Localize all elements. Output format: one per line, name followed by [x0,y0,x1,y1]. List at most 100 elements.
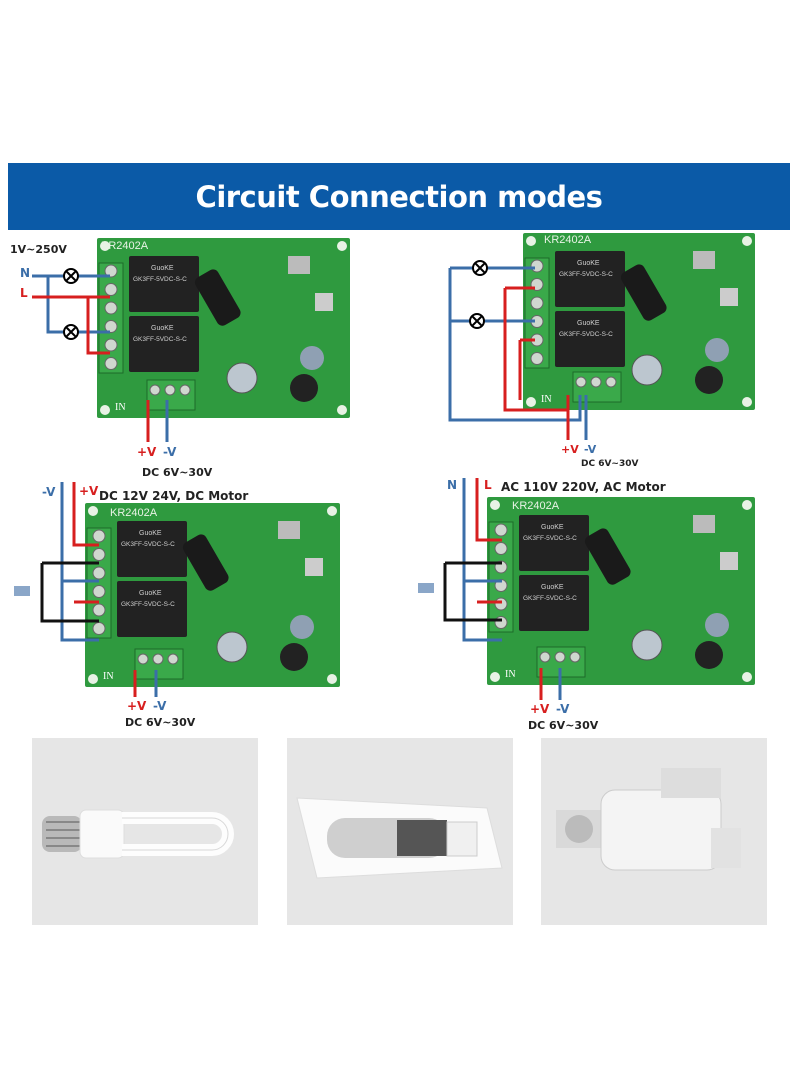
inductor [695,366,723,394]
lamp-icon [471,315,483,327]
mount-hole [742,500,752,510]
output-terminal-block [98,262,124,374]
title-banner: Circuit Connection modes [8,163,790,230]
live-label: L [484,478,492,492]
terminal-screw [104,338,118,352]
terminal-screw [152,653,164,665]
neutral-wire [462,478,502,642]
supply-label: DC 6V~30V [528,719,599,732]
inductor [290,374,318,402]
minus-v-label: -V [42,485,56,499]
relay-part-label: GK3FF-5VDC-S-C [523,595,577,602]
capacitor [226,362,258,394]
capacitor [216,631,248,663]
relay-part-label: GK3FF-5VDC-S-C [133,276,187,283]
terminal-screw [530,259,544,273]
supply-label: DC 6V~30V [581,459,639,469]
mount-hole [327,506,337,516]
capacitor [705,613,729,637]
terminal-screw [494,523,508,537]
learn-button [305,558,323,576]
live-wire [503,288,568,412]
plus-v-label: +V [561,443,579,456]
load-label: DC 12V 24V, DC Motor [99,489,249,503]
mount-hole [742,236,752,246]
terminal-screw [530,352,544,365]
mount-hole [742,672,752,682]
crystal [693,251,715,269]
terminal-screw [179,384,191,396]
motor-wire [443,563,502,622]
mount-hole [742,397,752,407]
antenna-coil [182,534,229,591]
motor-wire [40,563,99,623]
input-label: IN [541,394,552,405]
plus-v-label: +V [137,445,157,459]
input-label: IN [505,669,516,680]
minus-v-label: -V [153,699,167,713]
lamp-icon [474,262,486,274]
terminal-screw [167,653,179,665]
relay-1 [117,521,187,577]
terminal-screw [137,653,149,665]
terminal-screw [92,603,106,617]
positive-wire [72,482,99,547]
dc-motor-icon [14,586,30,596]
relay-part-label: GK3FF-5VDC-S-C [133,336,187,343]
live-label: L [20,286,28,300]
crystal [288,256,310,274]
live-wire [86,297,110,355]
terminal-screw [530,296,544,310]
plus-v-label: +V [530,702,550,716]
relay-brand-label: GuoKE [577,320,600,327]
plus-v-label: +V [127,699,147,713]
antenna-coil [194,269,241,326]
terminal-screw [575,376,587,388]
board-model-label: KR2402A [512,500,560,512]
terminal-screw [554,651,566,663]
relay-2 [129,316,199,372]
terminal-screw [494,597,508,611]
minus-v-label: -V [556,702,570,716]
inductor [695,641,723,669]
capacitor [705,338,729,362]
relay-part-label: GK3FF-5VDC-S-C [121,541,175,548]
capacitor [300,346,324,370]
plus-v-label: +V [79,484,99,498]
neutral-label: N [447,478,458,492]
terminal-screw [494,542,508,555]
terminal-screw [104,264,118,278]
load-label: AC 110V 220V, AC Motor [501,480,666,494]
capacitor [290,615,314,639]
terminal-screw [605,376,617,388]
board-model-label: KR2402A [110,507,158,519]
terminal-screw [539,651,551,663]
mount-hole [100,241,110,251]
relay-part-label: GK3FF-5VDC-S-C [559,331,613,338]
tubular-motor-photo [287,738,513,925]
relay-1 [555,251,625,307]
mount-hole [100,405,110,415]
mount-hole [526,397,536,407]
mount-hole [490,500,500,510]
lamp-icon [65,326,77,338]
terminal-screw [569,651,581,663]
voltage-range-label: 1V~250V [10,243,67,256]
capacitor [631,354,663,386]
output-terminal-block [524,257,550,369]
relay-1 [519,515,589,571]
relay-1 [129,256,199,312]
input-label: IN [115,402,126,413]
terminal-screw [92,566,106,580]
curtain-motor-photo [541,738,767,925]
terminal-screw [92,529,106,543]
input-label: IN [103,671,114,682]
board-model-label: KR2402A [101,240,149,252]
mount-hole [337,405,347,415]
terminal-screw [590,376,602,388]
ac-motor-icon [418,583,434,593]
mount-hole [337,241,347,251]
load-wire [448,268,582,422]
learn-button [720,552,738,570]
crystal [278,521,300,539]
